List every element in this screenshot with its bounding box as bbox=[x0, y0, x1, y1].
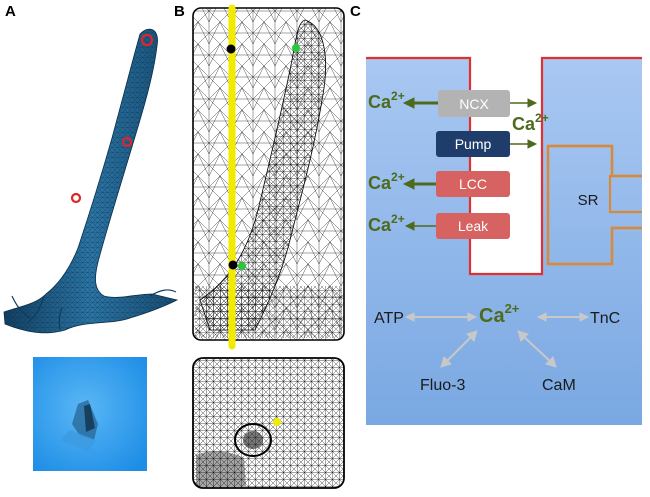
ncx-box: NCX bbox=[438, 90, 510, 117]
black-marker bbox=[226, 44, 236, 54]
buffer-arrows bbox=[404, 312, 590, 368]
black-marker bbox=[228, 260, 238, 270]
panel-a bbox=[3, 28, 179, 471]
red-marker bbox=[70, 192, 82, 204]
inset-view bbox=[33, 357, 147, 471]
ca-label-leak: Ca2+ bbox=[368, 212, 405, 235]
panel-b bbox=[192, 4, 345, 489]
red-marker bbox=[140, 33, 154, 47]
panel-letter-a: A bbox=[5, 3, 16, 20]
leak-box: Leak bbox=[436, 213, 510, 239]
ca-label-ncx: Ca2+ bbox=[368, 89, 405, 112]
green-marker bbox=[292, 44, 300, 52]
yellow-marker bbox=[273, 418, 281, 426]
sr-label: SR bbox=[578, 192, 599, 209]
panel-letter-b: B bbox=[174, 3, 185, 20]
ca-label-center: Ca2+ bbox=[479, 301, 520, 327]
sarcolemma bbox=[366, 56, 642, 276]
lcc-label: LCC bbox=[459, 176, 487, 192]
ncx-label: NCX bbox=[459, 96, 489, 112]
fluo3-label: Fluo-3 bbox=[420, 377, 465, 394]
lcc-box: LCC bbox=[436, 171, 510, 197]
tnc-label: TnC bbox=[590, 310, 620, 327]
panel-letter-c: C bbox=[350, 3, 361, 20]
mesh-top-box bbox=[192, 7, 345, 341]
cam-label: CaM bbox=[542, 377, 576, 394]
t-tubule-mesh-3d bbox=[3, 28, 179, 334]
ca-label-lumen: Ca2+ bbox=[512, 111, 549, 134]
flux-arrows bbox=[402, 97, 538, 231]
mesh-bottom-box bbox=[192, 357, 345, 489]
ca-label-lcc: Ca2+ bbox=[368, 170, 405, 193]
red-marker bbox=[121, 136, 133, 148]
pump-box: Pump bbox=[436, 131, 510, 157]
atp-label: ATP bbox=[374, 310, 404, 327]
pump-label: Pump bbox=[455, 136, 492, 152]
panel-c: SR NCX Pump LCC Leak bbox=[366, 56, 642, 425]
leak-label: Leak bbox=[458, 218, 489, 234]
green-marker bbox=[238, 262, 246, 270]
